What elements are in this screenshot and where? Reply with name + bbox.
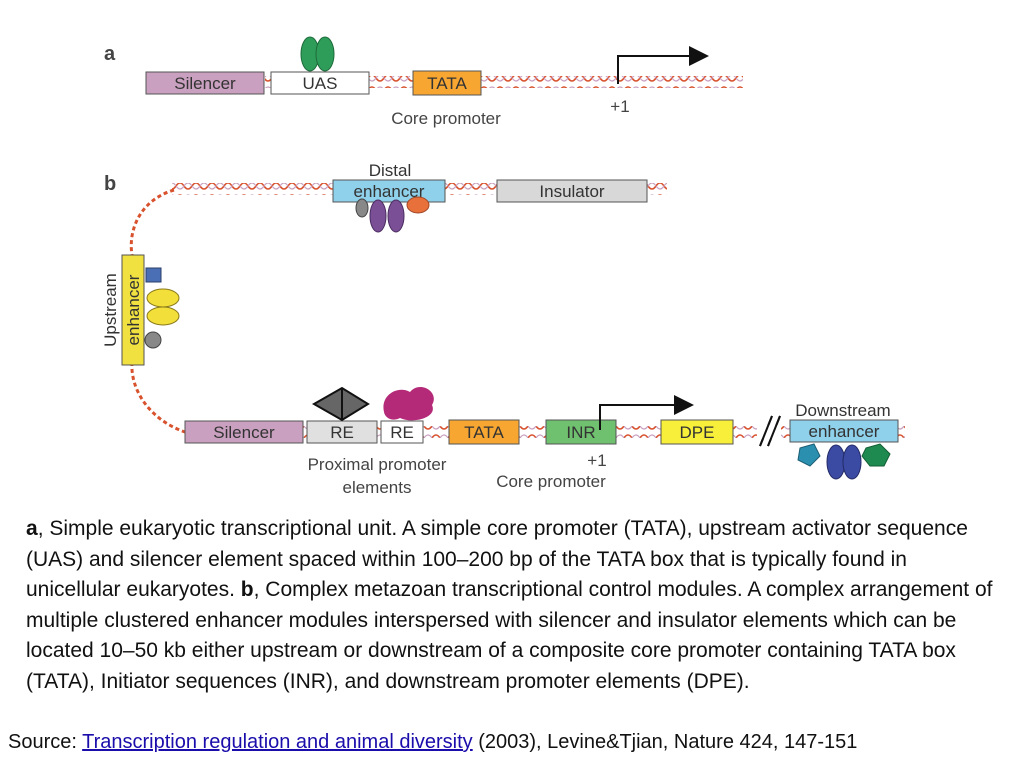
tss-label-b: +1 <box>587 451 606 470</box>
caption-b-text: , Complex metazoan transcriptional contr… <box>26 578 993 693</box>
activator-protein-right <box>315 36 335 72</box>
downstream-label: Downstream <box>795 401 890 420</box>
silencer-label-a: Silencer <box>174 74 236 93</box>
downstream-protein-blue-2 <box>842 444 862 480</box>
distal-enhancer-box <box>332 179 446 203</box>
dna-strand-a <box>265 76 743 88</box>
dna-curve-upper <box>129 188 175 256</box>
tata-label-a: TATA <box>427 74 467 93</box>
tata-label-b: TATA <box>464 423 504 442</box>
silencer-label-b: Silencer <box>213 423 275 442</box>
figure-caption: a, Simple eukaryotic transcriptional uni… <box>26 514 996 697</box>
silencer-box-a <box>145 71 265 95</box>
downstream-enhancer-label: enhancer <box>809 422 880 441</box>
dna-break-gap <box>757 425 781 439</box>
tss-arrow-b <box>599 395 694 430</box>
silencer-box-b <box>184 420 304 444</box>
insulator-box <box>496 179 648 203</box>
upstream-protein-blue <box>145 267 162 283</box>
upstream-protein-grey <box>144 331 162 349</box>
re-box-2 <box>380 420 424 444</box>
upstream-enhancer-box <box>121 254 145 366</box>
gene-regulation-diagram: a Silencer UAS TATA +1 Core promoter b D… <box>101 36 905 497</box>
proximal-label-2: elements <box>343 478 412 497</box>
distal-protein-purple-2 <box>387 199 405 233</box>
tss-label-a: +1 <box>610 97 629 116</box>
dna-break-lines <box>759 415 781 447</box>
tata-box-a <box>412 70 482 96</box>
core-promoter-label-b: Core promoter <box>496 472 606 491</box>
downstream-enhancer-box <box>789 419 899 443</box>
upstream-label: Upstream <box>101 273 120 347</box>
re-label-1: RE <box>330 423 354 442</box>
distal-enhancer-label: enhancer <box>354 182 425 201</box>
dpe-box <box>660 419 734 445</box>
caption-b-letter: b <box>240 578 254 601</box>
re-label-2: RE <box>390 423 414 442</box>
downstream-protein-blue-1 <box>826 444 846 480</box>
proximal-label-1: Proximal promoter <box>308 455 447 474</box>
distal-protein-grey <box>355 198 369 218</box>
distal-label: Distal <box>369 161 412 180</box>
upstream-enhancer-label: enhancer <box>124 274 143 345</box>
source-line: Source: Transcription regulation and ani… <box>8 731 1018 754</box>
dpe-label: DPE <box>680 423 715 442</box>
distal-protein-orange <box>406 196 430 214</box>
tata-box-b <box>448 419 520 445</box>
insulator-label: Insulator <box>539 182 605 201</box>
upstream-protein-yellow-1 <box>146 288 180 308</box>
inr-label: INR <box>566 423 595 442</box>
distal-protein-purple-1 <box>369 199 387 233</box>
uas-label: UAS <box>303 74 338 93</box>
panel-b-letter: b <box>104 173 116 195</box>
dna-curve-lower <box>130 361 186 434</box>
caption-a-letter: a <box>26 517 38 540</box>
downstream-protein-green <box>861 443 891 467</box>
re-protein-magenta <box>383 387 434 421</box>
downstream-protein-teal <box>797 443 821 467</box>
core-promoter-label-a: Core promoter <box>391 109 501 128</box>
upstream-protein-yellow-2 <box>146 306 180 326</box>
inr-box <box>545 419 617 445</box>
panel-a-letter: a <box>104 43 116 65</box>
uas-box <box>270 71 370 95</box>
tss-arrow-a <box>617 46 709 84</box>
caption-a-text: , Simple eukaryotic transcriptional unit… <box>26 517 968 601</box>
source-prefix: Source: <box>8 731 83 753</box>
source-suffix: (2003), Levine&Tjian, Nature 424, 147-15… <box>472 731 858 753</box>
source-link[interactable]: Transcription regulation and animal dive… <box>82 731 473 753</box>
